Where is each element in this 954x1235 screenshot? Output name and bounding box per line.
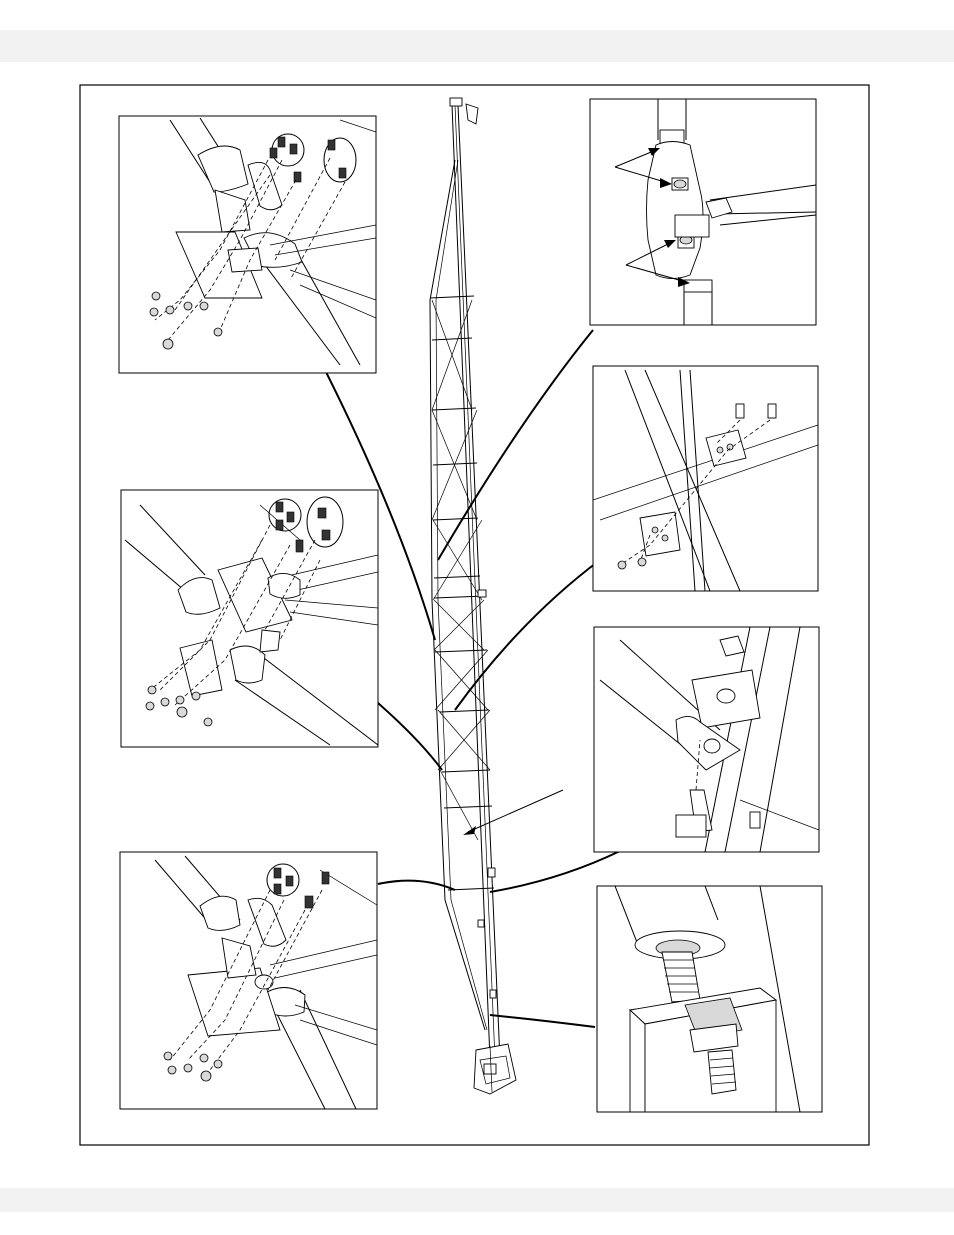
detail-panel-top-left <box>119 116 376 373</box>
detail-panel-anchor-right <box>594 627 819 852</box>
detail-panel-top-right <box>590 99 816 325</box>
detail-panel-mid-left <box>121 490 378 747</box>
detail-panel-low-left <box>120 852 377 1109</box>
detail-panel-brace-right <box>593 366 818 591</box>
detail-panel-rod-right <box>597 886 822 1112</box>
